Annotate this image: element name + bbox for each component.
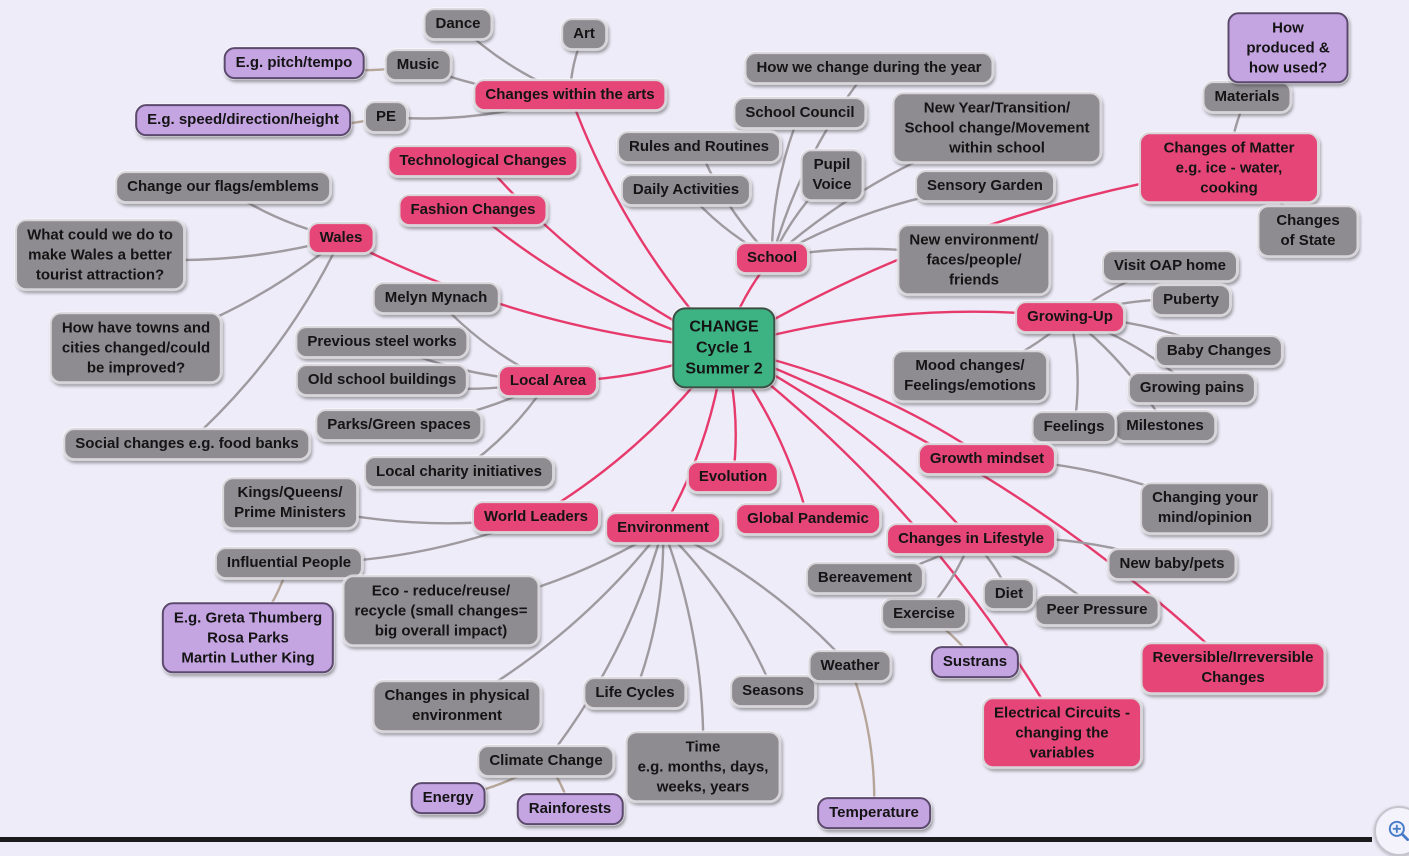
edge-school-council [770, 111, 802, 260]
node-growingup[interactable]: Growing-Up [1015, 301, 1125, 333]
node-charity[interactable]: Local charity initiatives [364, 456, 554, 488]
node-influential[interactable]: Influential People [214, 547, 364, 579]
node-oldschool[interactable]: Old school buildings [295, 364, 469, 396]
node-physical[interactable]: Changes in physical environment [372, 680, 542, 732]
node-eco[interactable]: Eco - reduce/reuse/ recycle (small chang… [342, 575, 540, 647]
node-peer[interactable]: Peer Pressure [1034, 594, 1160, 626]
node-howwechange[interactable]: How we change during the year [744, 52, 994, 84]
node-state[interactable]: Changes of State [1257, 205, 1359, 257]
node-time[interactable]: Time e.g. months, days, weeks, years [625, 731, 781, 803]
node-lifecycles[interactable]: Life Cycles [583, 677, 687, 709]
edge-weather-temperature [848, 664, 876, 815]
node-parks[interactable]: Parks/Green spaces [315, 409, 483, 441]
edge-environment-climate [544, 526, 665, 763]
node-art[interactable]: Art [561, 18, 607, 50]
node-climate[interactable]: Climate Change [477, 745, 615, 777]
node-greta[interactable]: E.g. Greta Thumberg Rosa Parks Martin Lu… [161, 602, 335, 674]
node-kings[interactable]: Kings/Queens/ Prime Ministers [222, 477, 358, 529]
node-diet[interactable]: Diet [982, 578, 1036, 610]
node-puberty[interactable]: Puberty [1151, 284, 1231, 316]
node-pe[interactable]: PE [363, 101, 409, 133]
bottom-edge-bar [0, 837, 1372, 842]
node-center[interactable]: CHANGE Cycle 1 Summer 2 [672, 307, 776, 389]
node-seasons[interactable]: Seasons [730, 675, 816, 707]
node-exercise[interactable]: Exercise [881, 598, 967, 630]
node-mindset[interactable]: Growth mindset [917, 443, 1057, 475]
node-wales[interactable]: Wales [307, 222, 375, 254]
node-sensory[interactable]: Sensory Garden [915, 170, 1055, 202]
node-speed[interactable]: E.g. speed/direction/height [135, 104, 351, 136]
node-evolution[interactable]: Evolution [686, 461, 780, 493]
node-newyear[interactable]: New Year/Transition/ School change/Movem… [892, 92, 1102, 164]
node-council[interactable]: School Council [733, 97, 867, 129]
node-dance[interactable]: Dance [423, 8, 493, 40]
node-arts[interactable]: Changes within the arts [473, 79, 667, 111]
node-feelings[interactable]: Feelings [1031, 411, 1117, 443]
node-milestones[interactable]: Milestones [1114, 410, 1216, 442]
node-matter[interactable]: Changes of Matter e.g. ice - water, cook… [1139, 132, 1319, 204]
node-mood[interactable]: Mood changes/ Feelings/emotions [892, 350, 1048, 402]
edge-environment-weather [661, 526, 852, 668]
node-visitoap[interactable]: Visit OAP home [1102, 250, 1238, 282]
node-localarea[interactable]: Local Area [497, 365, 599, 397]
node-tourist[interactable]: What could we do to make Wales a better … [15, 219, 185, 291]
node-pitch[interactable]: E.g. pitch/tempo [223, 47, 365, 79]
edge-center-wales [339, 236, 726, 350]
node-bereavement[interactable]: Bereavement [805, 562, 925, 594]
node-pupil[interactable]: Pupil Voice [800, 149, 864, 201]
node-temperature[interactable]: Temperature [817, 797, 931, 829]
node-rainforests[interactable]: Rainforests [516, 793, 624, 825]
node-changingmind[interactable]: Changing your mind/opinion [1140, 482, 1270, 534]
node-flags[interactable]: Change our flags/emblems [115, 171, 331, 203]
node-newbaby[interactable]: New baby/pets [1107, 548, 1237, 580]
node-sustrans[interactable]: Sustrans [930, 646, 1020, 678]
node-newenv[interactable]: New environment/ faces/people/ friends [897, 224, 1051, 296]
node-social[interactable]: Social changes e.g. food banks [63, 428, 311, 460]
zoom-in-icon [1388, 820, 1409, 842]
node-pains[interactable]: Growing pains [1127, 372, 1257, 404]
edge-center-reversible [722, 346, 1235, 670]
node-school[interactable]: School [734, 242, 810, 274]
node-towns[interactable]: How have towns and cities changed/could … [49, 312, 223, 384]
edge-environment-seasons [661, 526, 775, 693]
node-fashion[interactable]: Fashion Changes [398, 194, 548, 226]
node-howproduced[interactable]: How produced & how used? [1227, 12, 1349, 84]
node-worldleaders[interactable]: World Leaders [472, 501, 600, 533]
node-daily[interactable]: Daily Activities [620, 174, 752, 206]
node-environment[interactable]: Environment [605, 512, 721, 544]
node-tech[interactable]: Technological Changes [387, 145, 579, 177]
zoom-in-button[interactable] [1374, 806, 1409, 856]
node-rules[interactable]: Rules and Routines [616, 131, 782, 163]
node-energy[interactable]: Energy [410, 782, 486, 814]
node-materials[interactable]: Materials [1202, 81, 1292, 113]
node-lifestyle[interactable]: Changes in Lifestyle [886, 523, 1056, 555]
node-baby[interactable]: Baby Changes [1154, 335, 1284, 367]
node-pandemic[interactable]: Global Pandemic [735, 503, 881, 535]
node-melyn[interactable]: Melyn Mynach [372, 282, 500, 314]
node-reversible[interactable]: Reversible/Irreversible Changes [1140, 642, 1326, 694]
node-weather[interactable]: Weather [808, 650, 892, 682]
node-steel[interactable]: Previous steel works [295, 326, 469, 358]
edge-wales-social [185, 236, 343, 446]
node-music[interactable]: Music [384, 49, 452, 81]
edge-environment-lifecycles [633, 526, 665, 695]
node-electrical[interactable]: Electrical Circuits - changing the varia… [982, 697, 1142, 769]
